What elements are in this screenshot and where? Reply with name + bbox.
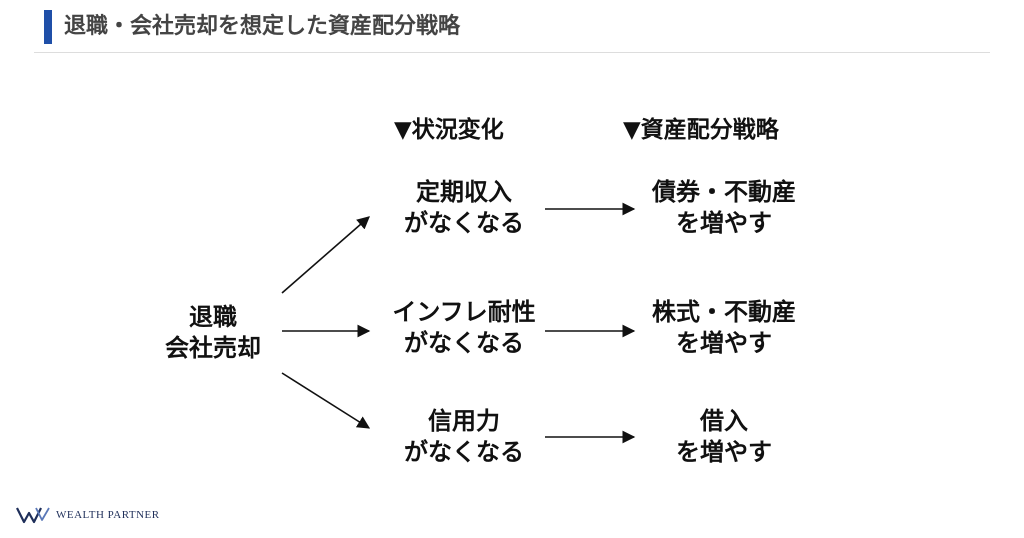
situation-node-2: インフレ耐性 がなくなる [376, 297, 552, 359]
situation-node-1: 定期収入 がなくなる [384, 177, 544, 239]
situation-column-heading: ▼状況変化 [394, 117, 504, 143]
brand-logo: WEALTH PARTNER [16, 506, 160, 524]
situation-1-line-1: 定期収入 [416, 178, 512, 206]
situation-node-3: 信用力 がなくなる [384, 406, 544, 468]
situation-3-line-1: 信用力 [428, 407, 500, 435]
title-divider [34, 52, 990, 53]
arrow-source-to-situation-3 [281, 372, 371, 429]
source-node: 退職 会社売却 [158, 302, 268, 364]
source-line-1: 退職 [189, 303, 237, 331]
situation-1-line-2: がなくなる [404, 209, 524, 237]
source-line-2: 会社売却 [165, 334, 261, 362]
brand-name: WEALTH PARTNER [56, 509, 160, 521]
title-accent-bar [44, 10, 52, 44]
strategy-3-line-2: を増やす [676, 438, 772, 466]
strategy-2-line-2: を増やす [676, 329, 772, 357]
page-title: 退職・会社売却を想定した資産配分戦略 [64, 14, 461, 39]
strategy-2-line-1: 株式・不動産 [652, 298, 796, 326]
strategy-1-line-1: 債券・不動産 [652, 178, 796, 206]
wp-logo-icon [16, 507, 50, 524]
strategy-1-line-2: を増やす [676, 209, 772, 237]
strategy-node-2: 株式・不動産 を増やす [634, 297, 814, 359]
situation-2-line-1: インフレ耐性 [392, 298, 536, 326]
situation-2-line-2: がなくなる [404, 329, 524, 357]
situation-3-line-2: がなくなる [404, 438, 524, 466]
strategy-node-1: 債券・不動産 を増やす [634, 177, 814, 239]
strategy-3-line-1: 借入 [700, 407, 748, 435]
strategy-node-3: 借入 を増やす [634, 406, 814, 468]
strategy-column-heading: ▼資産配分戦略 [623, 117, 779, 143]
arrow-source-to-situation-1 [281, 216, 370, 294]
